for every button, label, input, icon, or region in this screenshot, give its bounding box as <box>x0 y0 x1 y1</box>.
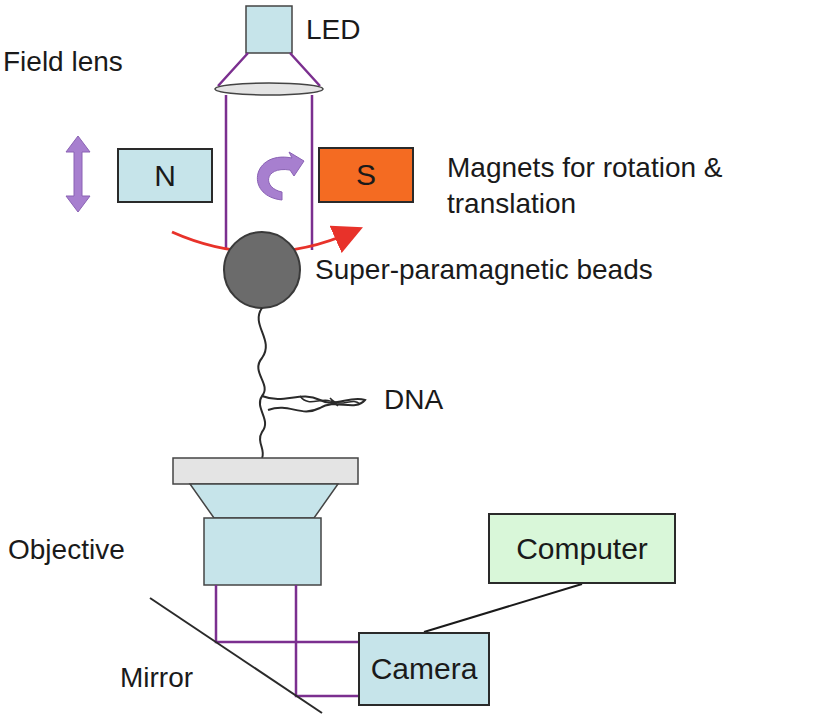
objective-body <box>204 518 321 585</box>
box-label: N <box>154 159 176 193</box>
part-label: Magnets for rotation & translation <box>447 150 807 223</box>
light-ray <box>226 95 312 250</box>
objective-lens <box>190 484 338 518</box>
rotation-arrow <box>257 152 304 200</box>
connector-line <box>424 584 582 632</box>
part-label: Field lens <box>3 44 123 80</box>
dna-supercoil <box>262 396 365 411</box>
magnetic-bead <box>224 232 300 308</box>
dna-strand <box>258 308 266 458</box>
field-lens <box>215 83 323 95</box>
part-label: Objective <box>8 532 125 568</box>
light-ray <box>218 53 320 86</box>
mirror <box>150 598 322 713</box>
box-label: Computer <box>516 532 648 566</box>
part-label: LED <box>306 12 360 48</box>
dna-supercoil <box>300 396 360 406</box>
light-ray <box>216 585 358 696</box>
part-label: DNA <box>384 382 443 418</box>
led-box <box>246 6 292 53</box>
glass-slide <box>173 458 358 484</box>
labeled-box: N <box>117 148 213 203</box>
labeled-box: S <box>318 147 414 203</box>
labeled-box: Camera <box>358 632 490 706</box>
translation-arrow <box>66 136 90 212</box>
part-label: Super-paramagnetic beads <box>315 252 653 288</box>
box-label: S <box>356 158 376 192</box>
part-label: Mirror <box>120 660 193 696</box>
box-label: Camera <box>371 652 478 686</box>
labeled-box: Computer <box>488 513 676 584</box>
